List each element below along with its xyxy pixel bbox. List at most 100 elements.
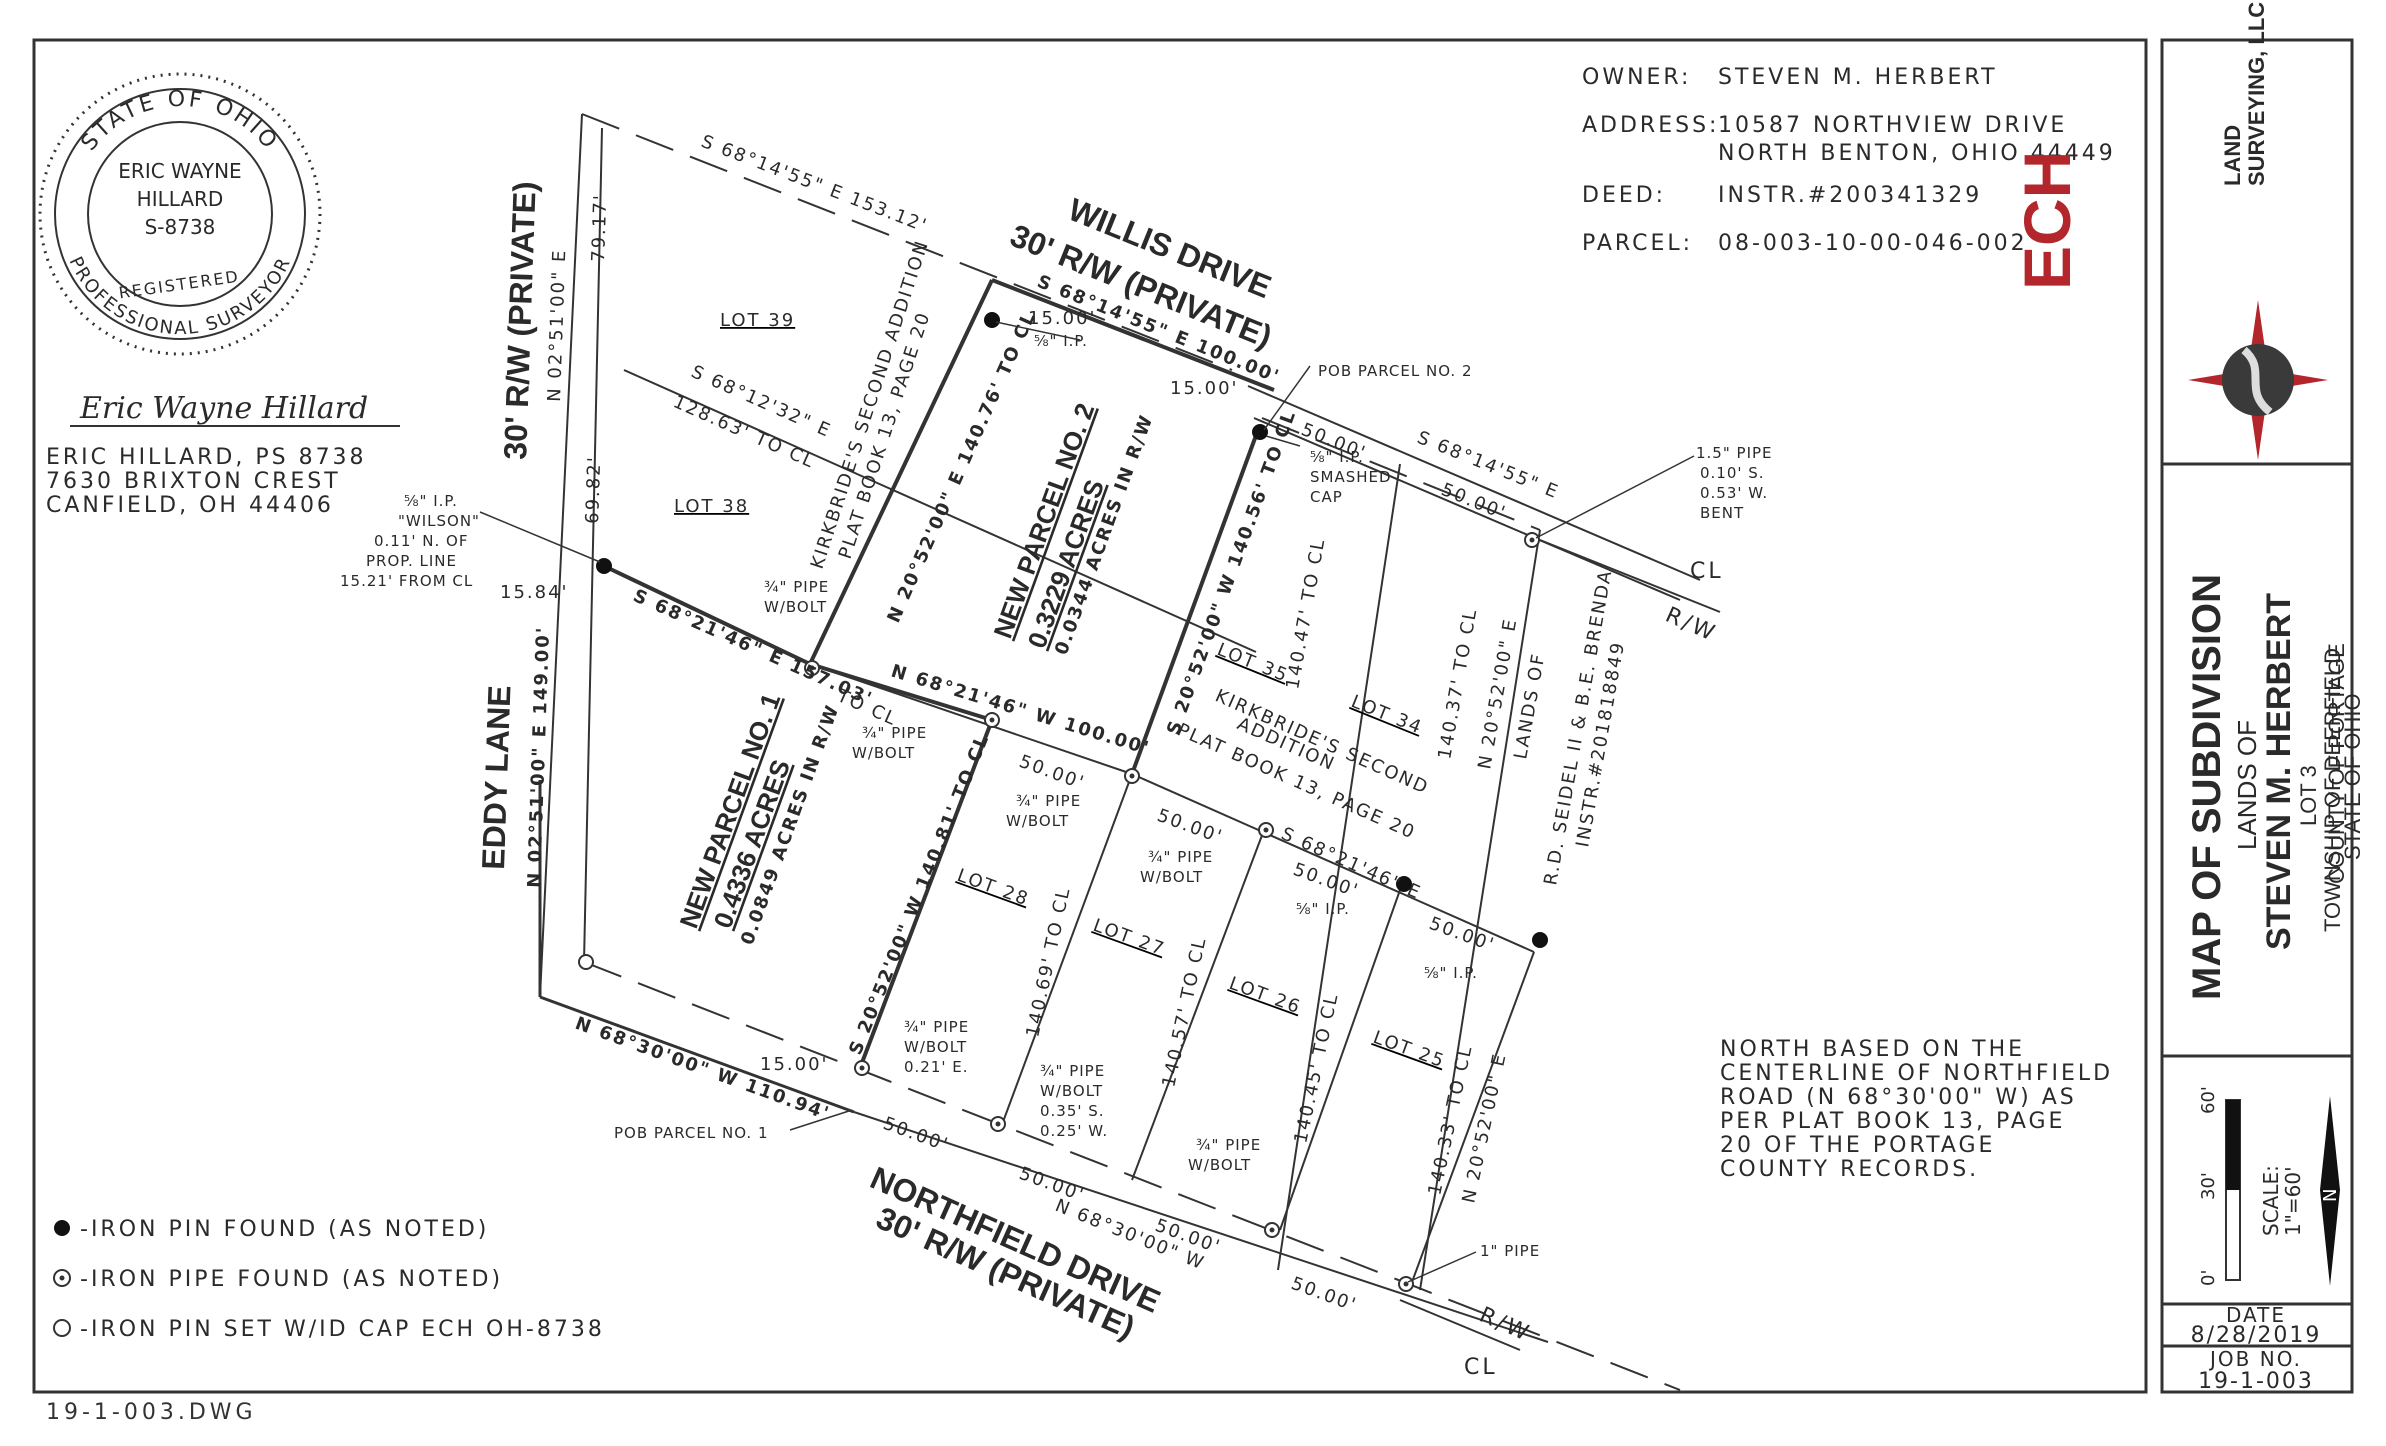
svg-text:50.00': 50.00' <box>880 1113 952 1156</box>
svg-text:20 OF THE PORTAGE: 20 OF THE PORTAGE <box>1720 1133 1995 1158</box>
svg-text:-IRON PIN FOUND (AS NOTED): -IRON PIN FOUND (AS NOTED) <box>80 1217 489 1242</box>
svg-text:LANDS OF: LANDS OF <box>1510 651 1549 761</box>
svg-text:INSTR.#200341329: INSTR.#200341329 <box>1718 183 1982 208</box>
svg-text:ADDRESS:: ADDRESS: <box>1582 113 1719 138</box>
svg-text:15.21' FROM CL: 15.21' FROM CL <box>340 572 473 590</box>
svg-text:N 02°51'00" E 149.00': N 02°51'00" E 149.00' <box>524 625 554 888</box>
surveyor-line1: ERIC HILLARD, PS 8738 <box>46 445 367 470</box>
logo-ech: ECH <box>2010 151 2084 290</box>
west-rw-label: 30' R/W (PRIVATE) <box>497 181 543 461</box>
svg-text:79.17': 79.17' <box>588 193 611 262</box>
surveyor-line3: CANFIELD, OH 44406 <box>46 493 334 518</box>
svg-text:⅝" I.P.: ⅝" I.P. <box>404 492 458 510</box>
svg-text:⅝" I.P.: ⅝" I.P. <box>1424 964 1478 982</box>
svg-text:CENTERLINE OF NORTHFIELD: CENTERLINE OF NORTHFIELD <box>1720 1061 2113 1086</box>
svg-text:15.84': 15.84' <box>500 582 568 603</box>
svg-text:NORTH BASED ON THE: NORTH BASED ON THE <box>1720 1037 2025 1062</box>
svg-text:OWNER:: OWNER: <box>1582 65 1691 90</box>
svg-text:BENT: BENT <box>1700 504 1744 522</box>
svg-text:CAP: CAP <box>1310 488 1343 506</box>
svg-text:¾" PIPE: ¾" PIPE <box>1196 1136 1261 1154</box>
basis-of-bearing-note: NORTH BASED ON THE CENTERLINE OF NORTHFI… <box>1720 1037 2113 1182</box>
svg-text:15.00': 15.00' <box>760 1054 828 1075</box>
svg-text:S 68°14'55" E: S 68°14'55" E <box>1414 427 1562 503</box>
svg-text:S 20°52'00" W 140.81' TO CL: S 20°52'00" W 140.81' TO CL <box>845 731 993 1058</box>
rw-south-label: R/W <box>1476 1303 1535 1348</box>
svg-text:10587 NORTHVIEW DRIVE: 10587 NORTHVIEW DRIVE <box>1718 113 2067 138</box>
svg-text:60': 60' <box>2198 1086 2219 1114</box>
svg-text:140.37' TO CL: 140.37' TO CL <box>1434 606 1481 760</box>
surveyor-signature: Eric Wayne Hillard <box>79 391 368 426</box>
svg-text:15.00': 15.00' <box>1170 378 1238 399</box>
svg-text:1" PIPE: 1" PIPE <box>1480 1242 1540 1260</box>
svg-text:50.00': 50.00' <box>1016 751 1088 794</box>
svg-text:N 68°21'46" W 100.00': N 68°21'46" W 100.00' <box>889 661 1153 760</box>
svg-text:POB PARCEL NO. 2: POB PARCEL NO. 2 <box>1318 362 1473 380</box>
svg-text:15.00': 15.00' <box>1028 308 1096 329</box>
svg-text:0.21' E.: 0.21' E. <box>904 1058 969 1076</box>
svg-text:S 20°52'00" W 140.56' TO CL: S 20°52'00" W 140.56' TO CL <box>1163 407 1301 738</box>
svg-text:W/BOLT: W/BOLT <box>764 598 827 616</box>
svg-text:TOWNSHIP OF DEERFIELD: TOWNSHIP OF DEERFIELD <box>2320 648 2345 932</box>
svg-text:-IRON PIN SET W/ID CAP ECH OH-: -IRON PIN SET W/ID CAP ECH OH-8738 <box>80 1317 605 1342</box>
svg-text:LOT 27: LOT 27 <box>1090 915 1168 960</box>
svg-text:08-003-10-00-046-002: 08-003-10-00-046-002 <box>1718 231 2028 256</box>
svg-text:W/BOLT: W/BOLT <box>852 744 915 762</box>
svg-text:STEVEN M. HERBERT: STEVEN M. HERBERT <box>2260 593 2298 950</box>
svg-text:DEED:: DEED: <box>1582 183 1666 208</box>
north-arrow-icon <box>2320 1096 2340 1286</box>
svg-text:-IRON PIPE FOUND (AS NOTED): -IRON PIPE FOUND (AS NOTED) <box>80 1267 503 1292</box>
drawing-file-name: 19-1-003.DWG <box>46 1400 257 1425</box>
svg-text:DATE: DATE <box>2226 1303 2286 1327</box>
svg-text:1"=60': 1"=60' <box>2281 1166 2305 1236</box>
svg-text:¾" PIPE: ¾" PIPE <box>1040 1062 1105 1080</box>
svg-text:0.11' N. OF: 0.11' N. OF <box>374 532 468 550</box>
company-logo: ECH LAND SURVEYING, LLC <box>2010 2 2328 460</box>
svg-text:¾" PIPE: ¾" PIPE <box>1148 848 1213 866</box>
svg-text:0': 0' <box>2198 1270 2219 1286</box>
owner-block: OWNER: STEVEN M. HERBERT ADDRESS: 10587 … <box>1582 65 2116 256</box>
svg-text:LANDS OF: LANDS OF <box>2232 720 2262 850</box>
seal-number: S-8738 <box>145 215 216 239</box>
title-state: STATE OF OHIO <box>2340 693 2365 860</box>
svg-text:ROAD (N 68°30'00" W) AS: ROAD (N 68°30'00" W) AS <box>1720 1085 2077 1110</box>
svg-text:N 02°51'00" E: N 02°51'00" E <box>544 248 570 402</box>
svg-text:LOT 38: LOT 38 <box>674 496 749 517</box>
svg-text:30': 30' <box>2198 1172 2219 1200</box>
svg-text:COUNTY RECORDS.: COUNTY RECORDS. <box>1720 1157 1979 1182</box>
seal-name1: ERIC WAYNE <box>118 159 241 183</box>
svg-text:NORTH BENTON, OHIO 44449: NORTH BENTON, OHIO 44449 <box>1718 141 2116 166</box>
map-frame <box>32 38 2148 1394</box>
eddy-lane-label: EDDY LANE <box>475 685 517 870</box>
svg-text:"WILSON": "WILSON" <box>398 512 480 530</box>
found-pin-symbol <box>54 1220 70 1236</box>
svg-text:50.00': 50.00' <box>1016 1163 1088 1206</box>
svg-text:⅝" I.P.: ⅝" I.P. <box>1310 448 1364 466</box>
svg-text:POB PARCEL NO. 1: POB PARCEL NO. 1 <box>614 1124 769 1142</box>
logo-surveying: SURVEYING, LLC <box>2244 2 2269 186</box>
svg-text:LOT 35: LOT 35 <box>1214 639 1292 687</box>
surveyor-seal: STATE OF OHIO PROFESSIONAL SURVEYOR ERIC… <box>38 72 322 356</box>
svg-text:SMASHED: SMASHED <box>1310 468 1392 486</box>
svg-text:¾" PIPE: ¾" PIPE <box>1016 792 1081 810</box>
svg-text:LOT 3: LOT 3 <box>2296 765 2321 826</box>
svg-text:N: N <box>2320 1189 2341 1202</box>
svg-text:KIRKBRIDE'S SECOND ADDITION: KIRKBRIDE'S SECOND ADDITION <box>807 237 934 571</box>
cl-south-label: CL <box>1464 1355 1498 1380</box>
svg-text:W/BOLT: W/BOLT <box>1006 812 1069 830</box>
scale-bar: 0' 30' 60' SCALE: 1"=60' N <box>2198 1086 2341 1286</box>
svg-text:¾" PIPE: ¾" PIPE <box>904 1018 969 1036</box>
svg-text:¾" PIPE: ¾" PIPE <box>764 578 829 596</box>
svg-text:LOT 25: LOT 25 <box>1370 1027 1448 1072</box>
svg-text:STATE OF OHIO: STATE OF OHIO <box>2340 693 2365 860</box>
surveyor-line2: 7630 BRIXTON CREST <box>46 469 341 494</box>
monuments <box>578 312 1548 1292</box>
title-frame <box>2160 38 2354 1394</box>
svg-text:SCALE:: SCALE: <box>2259 1165 2283 1236</box>
svg-text:8/28/2019: 8/28/2019 <box>2191 1323 2322 1348</box>
svg-text:LOT 26: LOT 26 <box>1226 973 1304 1018</box>
date-job-block: DATE 8/28/2019 JOB NO. 19-1-003 <box>2191 1303 2322 1394</box>
svg-text:0.35' S.: 0.35' S. <box>1040 1102 1105 1120</box>
